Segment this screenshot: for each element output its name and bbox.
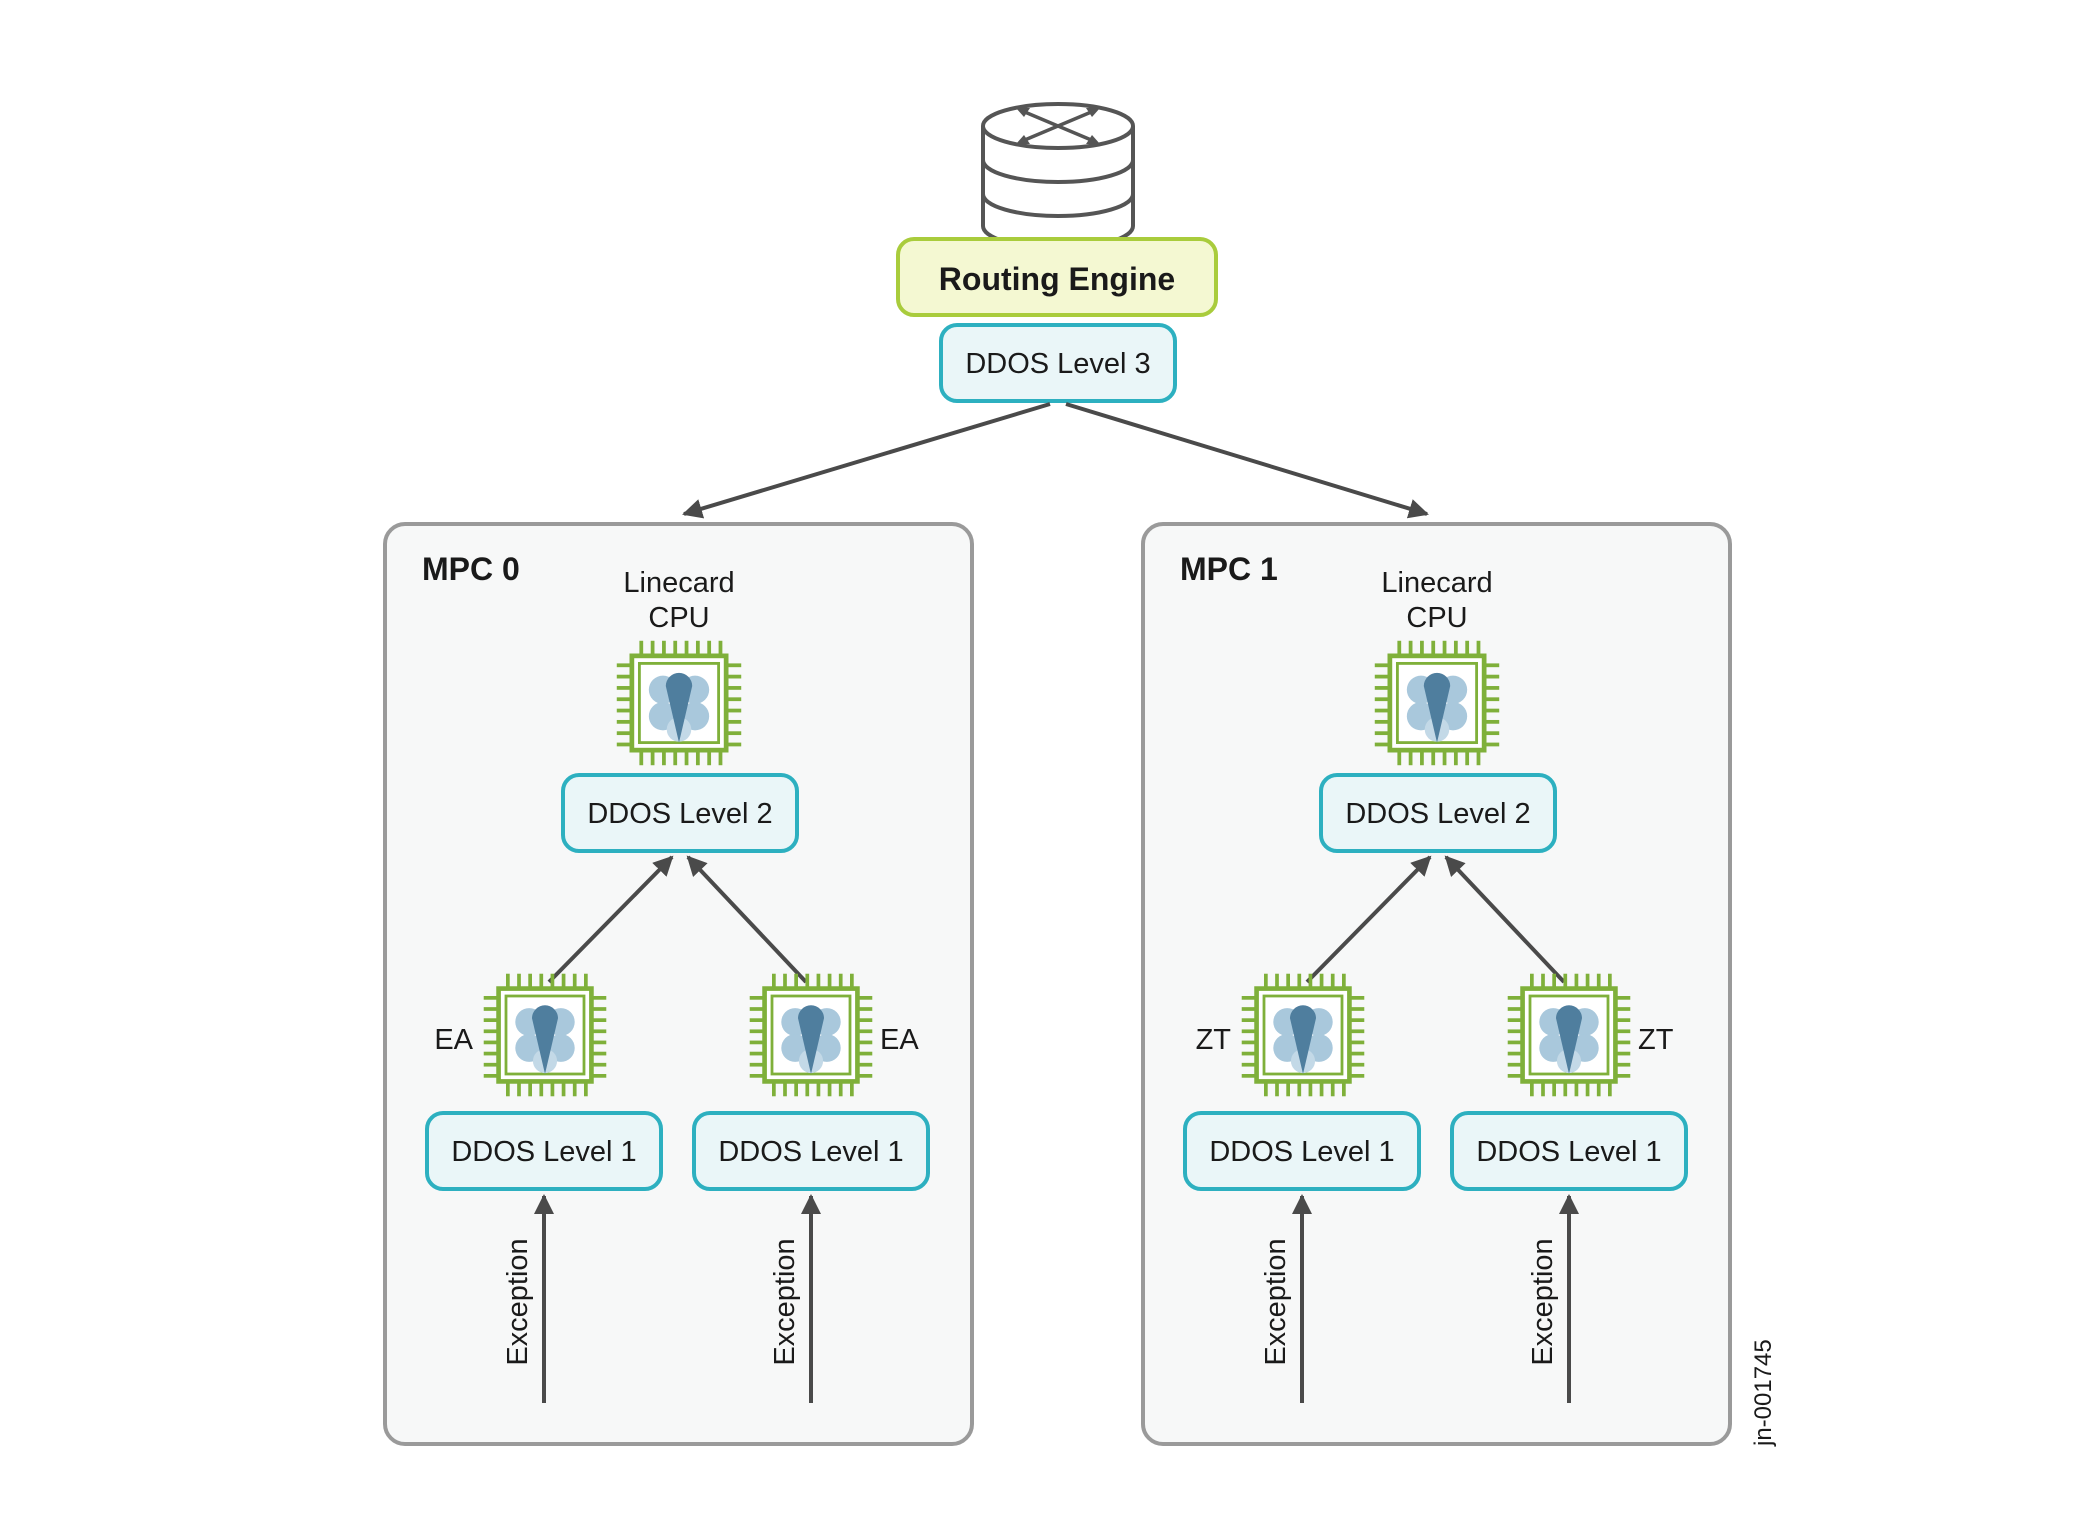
mpc-0-pfe-0-ddos-level-1-label: DDOS Level 1 — [451, 1136, 636, 1168]
figure-id: jn-001745 — [1750, 1339, 1777, 1447]
mpc-0-panel: MPC 0 Linecard CPU DDOS Level 2 EA DDOS … — [383, 522, 974, 1446]
mpc-0-pfe-1-exception-label: Exception — [769, 1238, 801, 1365]
ddos-level-3-box — [939, 323, 1177, 403]
mpc-0-cpu-label-line2: CPU — [648, 602, 709, 634]
mpc-1-pfe-0-chip-icon — [1242, 974, 1365, 1097]
mpc-1-linecard-cpu-chip-icon — [1375, 641, 1499, 765]
ddos-level-3-label: DDOS Level 3 — [965, 348, 1150, 380]
mpc-1-arrow-pfe0-to-cpu — [1305, 855, 1432, 984]
arrow-re-to-mpc0 — [682, 402, 1051, 519]
router-icon — [981, 102, 1135, 250]
mpc-1-pfe-0-ddos-level-1-box — [1183, 1111, 1421, 1191]
mpc-1-ddos-level-2-box — [1319, 773, 1557, 853]
mpc-0-cpu-label-line1: Linecard — [623, 567, 734, 599]
mpc-0-arrow-pfe1-to-cpu — [686, 855, 808, 984]
mpc-1-pfe-0-exception-label: Exception — [1260, 1238, 1292, 1365]
mpc-1-pfe-1-ddos-level-1-box — [1450, 1111, 1688, 1191]
mpc-1-panel: MPC 1 Linecard CPU DDOS Level 2 ZT DDOS … — [1141, 522, 1732, 1446]
mpc-0-pfe-0-label: EA — [434, 1024, 473, 1056]
mpc-0-pfe-1-label: EA — [880, 1024, 919, 1056]
mpc-1-pfe-1-chip-icon — [1508, 974, 1631, 1097]
mpc-1-title: MPC 1 — [1180, 551, 1278, 587]
mpc-0-title: MPC 0 — [422, 551, 520, 587]
mpc-1-ddos-level-2-label: DDOS Level 2 — [1345, 798, 1530, 830]
mpc-1-arrow-pfe1-to-cpu — [1444, 855, 1566, 984]
mpc-0-pfe-0-exception-label: Exception — [502, 1238, 534, 1365]
mpc-0-arrow-pfe0-to-cpu — [547, 855, 674, 984]
routing-engine-box — [896, 237, 1218, 317]
routing-engine-label: Routing Engine — [939, 261, 1175, 297]
mpc-1-pfe-1-ddos-level-1-label: DDOS Level 1 — [1476, 1136, 1661, 1168]
mpc-1-pfe-1-exception-label: Exception — [1527, 1238, 1559, 1365]
mpc-0-pfe-1-ddos-level-1-box — [692, 1111, 930, 1191]
mpc-0-ddos-level-2-box — [561, 773, 799, 853]
mpc-0-pfe-0-chip-icon — [484, 974, 607, 1097]
mpc-0-linecard-cpu-chip-icon — [617, 641, 741, 765]
mpc-0-pfe-0-ddos-level-1-box — [425, 1111, 663, 1191]
mpc-0-pfe-1-ddos-level-1-label: DDOS Level 1 — [718, 1136, 903, 1168]
mpc-0-ddos-level-2-label: DDOS Level 2 — [587, 798, 772, 830]
mpc-1-pfe-0-label: ZT — [1196, 1024, 1232, 1056]
mpc-1-pfe-0-ddos-level-1-label: DDOS Level 1 — [1209, 1136, 1394, 1168]
mpc-1-cpu-label-line1: Linecard — [1381, 567, 1492, 599]
mpc-0-pfe-1-chip-icon — [750, 974, 873, 1097]
mpc-1-pfe-1-label: ZT — [1638, 1024, 1674, 1056]
arrow-re-to-mpc1 — [1065, 402, 1429, 519]
mpc-1-cpu-label-line2: CPU — [1406, 602, 1467, 634]
